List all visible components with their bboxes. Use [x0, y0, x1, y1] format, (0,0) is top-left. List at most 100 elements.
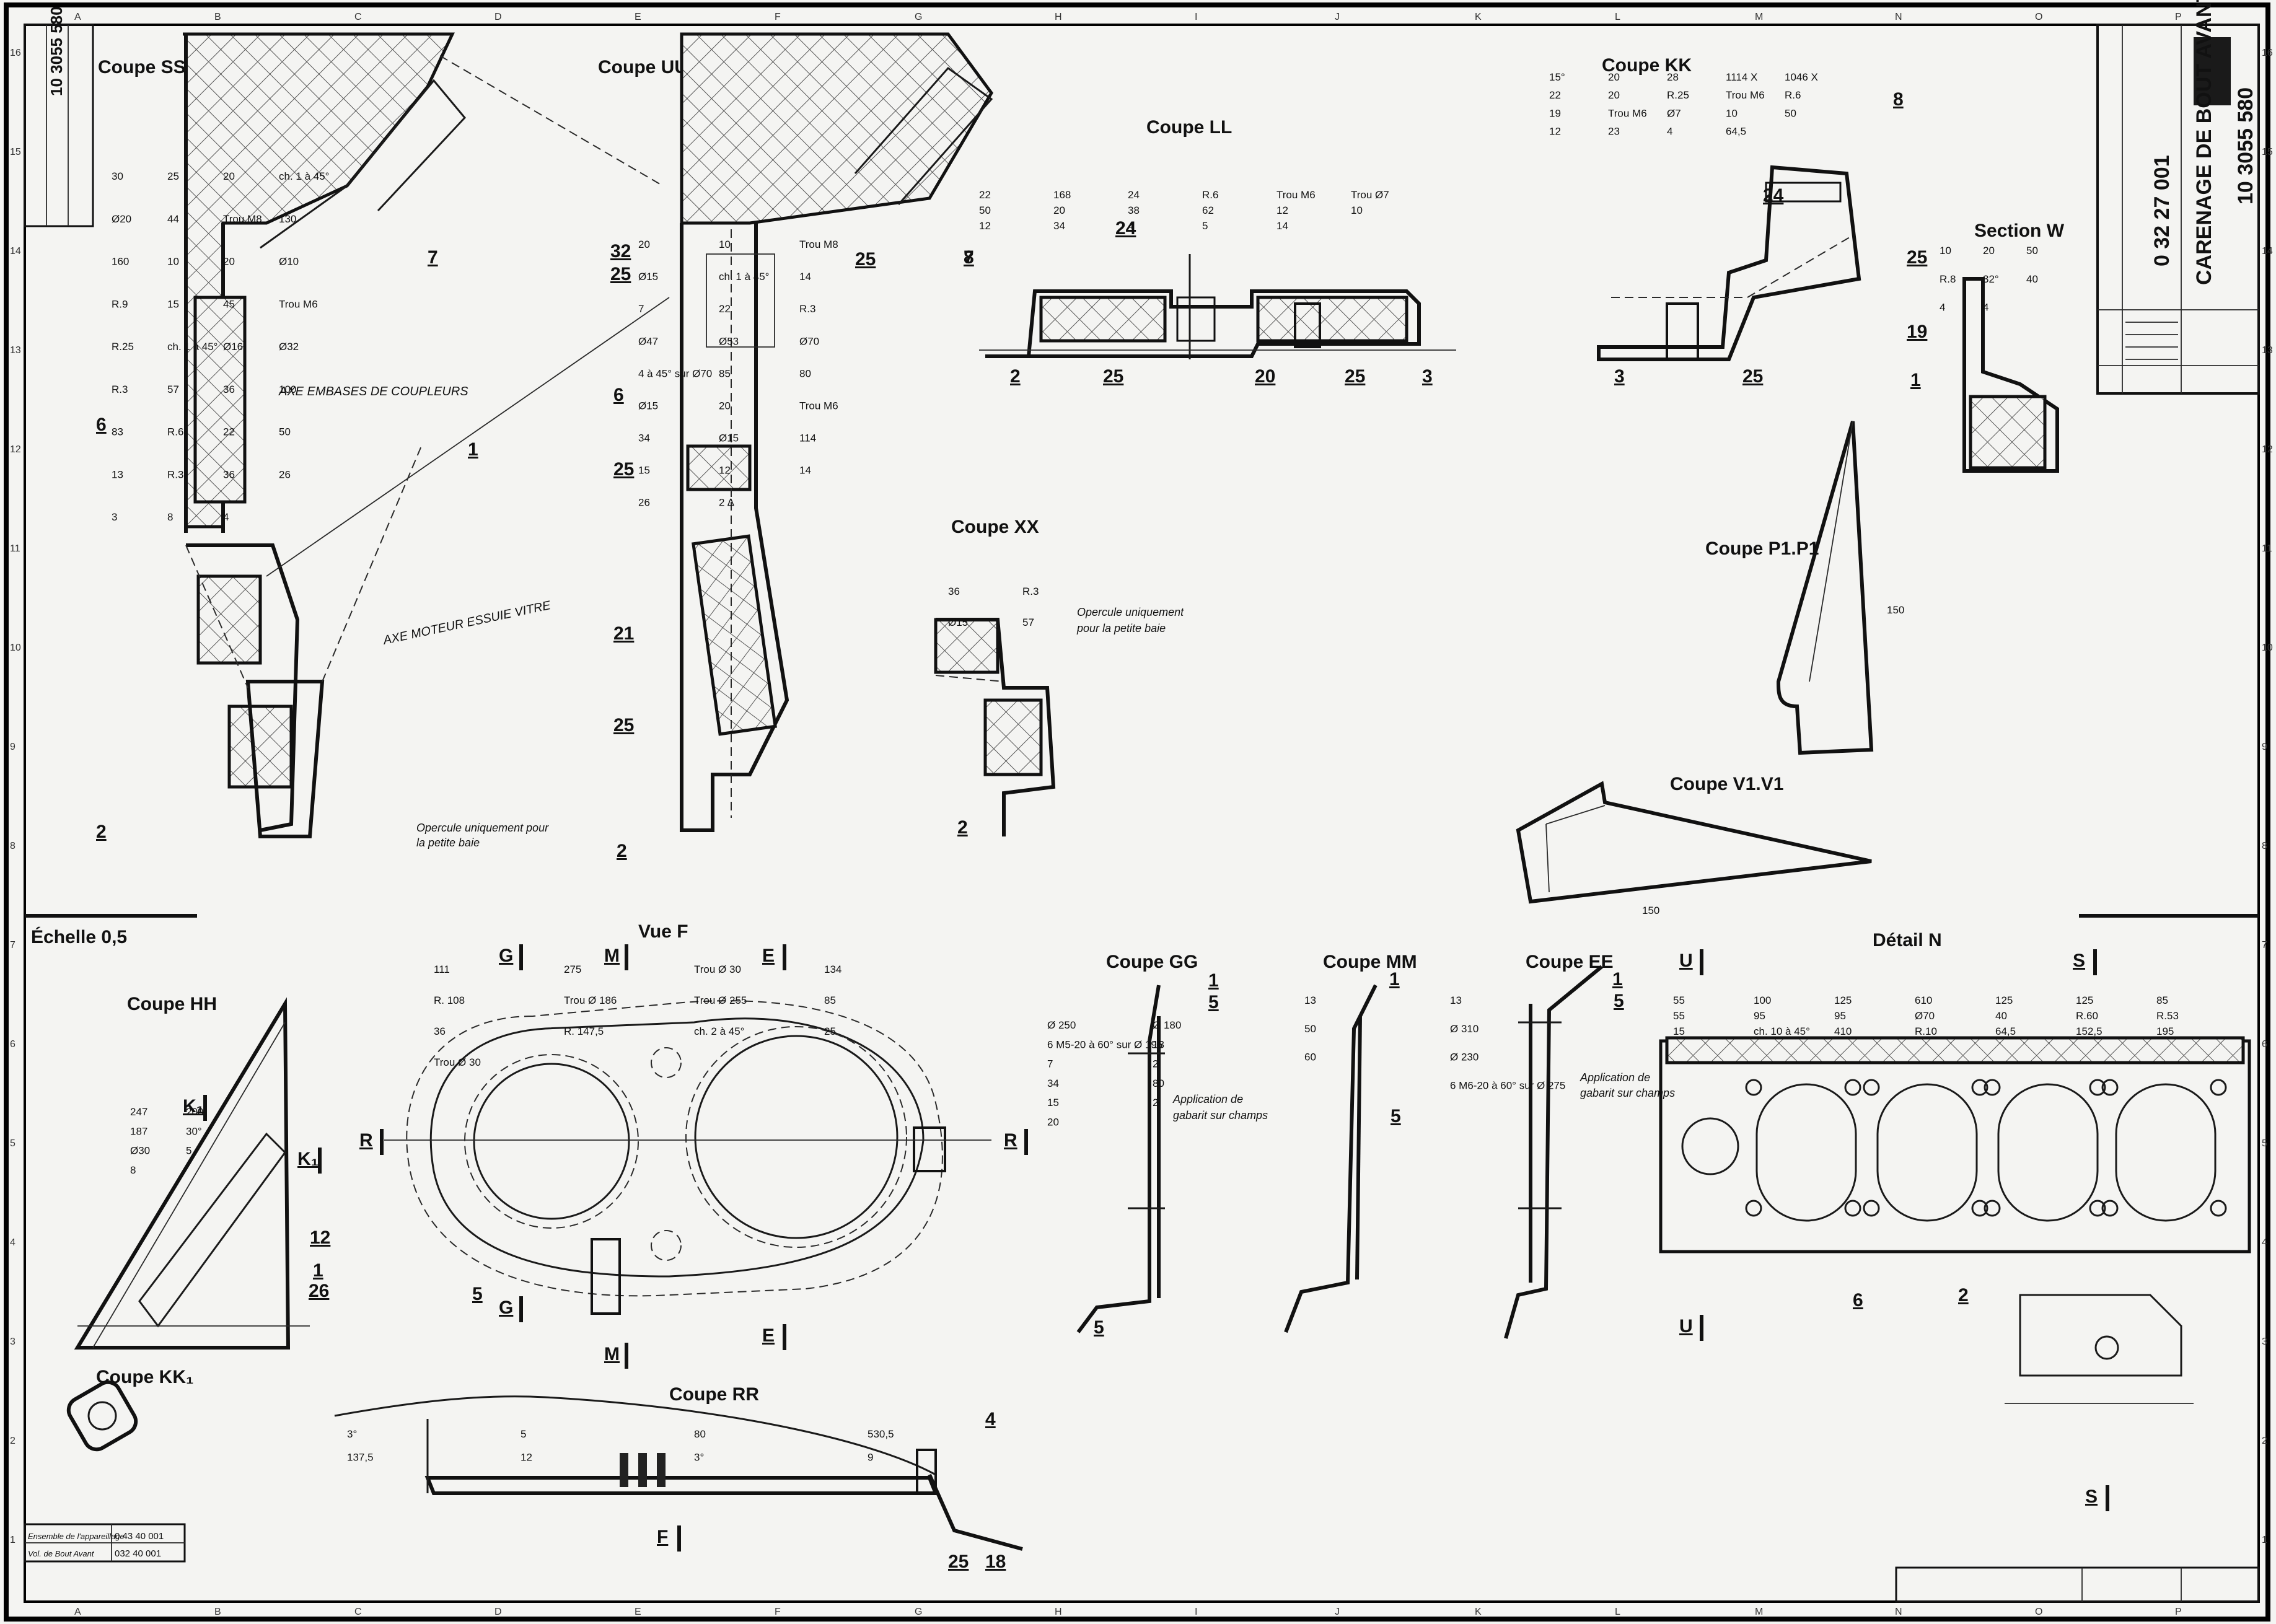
dimension-label-kk: Trou M6 — [1608, 107, 1647, 119]
frame-row-number: 13 — [2262, 345, 2273, 356]
dimension-label-vuef: R. 108 — [434, 994, 465, 1006]
section-marker-m: M — [604, 946, 620, 966]
coupe-gg-title: Coupe GG — [1106, 952, 1198, 972]
dimension-label-vuef: Trou Ø 30 — [694, 963, 741, 975]
dimension-label-ss: 4 — [223, 511, 229, 523]
bolt-hole — [1863, 1079, 1880, 1096]
frame-col-letter: F — [775, 12, 781, 22]
frame-row-number: 2 — [2262, 1436, 2267, 1446]
dimension-label-detail_n: 85 — [2156, 994, 2168, 1006]
coupe-ss-title: Coupe SS — [98, 57, 186, 77]
dimension-label-ee: 13 — [1450, 994, 1462, 1006]
dimension-label-ss: 15 — [167, 298, 179, 310]
dimension-label-ee: 6 M6-20 à 60° sur Ø 275 — [1450, 1080, 1565, 1092]
frame-col-letter: A — [74, 12, 81, 22]
dimension-label-ll: 12 — [1276, 204, 1288, 216]
frame-row-number: 11 — [10, 543, 20, 554]
gg-callouts: 155 — [1094, 970, 1219, 1338]
callout-label-w: 1 — [1910, 370, 1921, 390]
dimension-label-gg: Ø 250 — [1047, 1019, 1076, 1031]
dimension-label-uu: 7 — [638, 303, 644, 315]
frame-row-number: 8 — [10, 841, 15, 851]
callout-label-gg: 1 — [1208, 970, 1219, 991]
dimension-label-kk: 12 — [1549, 126, 1561, 138]
dimension-label-vuef: 85 — [824, 994, 836, 1006]
ee-note-gabarit-1: Application de — [1580, 1071, 1650, 1084]
dimension-label-ll: Trou Ø7 — [1351, 189, 1389, 201]
dimension-label-uu: 26 — [638, 497, 650, 509]
frame-col-letter: B — [214, 1607, 221, 1617]
ss-note-axe-coupleurs: AXE EMBASES DE COUPLEURS — [278, 385, 468, 398]
callout-label-kk: 3 — [1614, 366, 1625, 387]
coupe-kk-title: Coupe KK — [1602, 55, 1692, 76]
dimension-label-w: 4 — [1940, 302, 1945, 314]
dimension-label-uu: Trou M8 — [799, 239, 838, 250]
dimension-label-mm: 60 — [1304, 1051, 1316, 1063]
callout-label-uu: 6 — [613, 385, 624, 405]
dimension-label-vuef: 25 — [824, 1025, 836, 1037]
dimension-label-detail_n: 125 — [1995, 994, 2013, 1006]
frame-row-number: 7 — [10, 940, 15, 950]
frame-row-number: 14 — [2262, 246, 2273, 257]
dimension-label-uu: 22 — [719, 303, 731, 315]
view-coupe-p1: Coupe P1.P1 150 — [1705, 421, 1904, 755]
dimension-label-gg: 34 — [1047, 1078, 1059, 1089]
dimension-label-ss: Ø10 — [279, 256, 299, 268]
frame-row-number: 12 — [10, 444, 21, 455]
dimension-label-gg: Ø 180 — [1153, 1019, 1181, 1031]
dimension-label-uu: Ø15 — [719, 432, 739, 444]
frame-col-letter: O — [2035, 1607, 2042, 1617]
dimension-label-kk: 28 — [1667, 71, 1679, 83]
dimension-label-uu: 20 — [719, 400, 731, 411]
legend-box: Ensemble de l'appareillage 0 43 40 001 V… — [24, 1523, 186, 1563]
frame-row-number: 1 — [2262, 1535, 2267, 1545]
dimension-label-ss: 83 — [112, 426, 123, 438]
dimension-label-ss: Ø32 — [279, 341, 299, 353]
bolt-hole — [2101, 1079, 2119, 1096]
dimension-label-w: 32° — [1983, 273, 1999, 285]
frame-row-number: 7 — [2262, 940, 2267, 950]
dimension-label-detail_n: 64,5 — [1995, 1025, 2016, 1037]
bolt-hole — [1745, 1200, 1762, 1217]
dimension-label-ss: 25 — [167, 170, 179, 182]
frame-col-letter: H — [1055, 12, 1062, 22]
frame-col-letter: C — [354, 1607, 362, 1617]
dimension-label-kk: 15° — [1549, 71, 1565, 83]
dimension-label-ll: 50 — [979, 204, 991, 216]
dimension-label-kk: 23 — [1608, 126, 1620, 138]
frame-row-number: 2 — [10, 1436, 15, 1446]
dimension-label-detail_n: 125 — [1834, 994, 1852, 1006]
dimension-label-xx: R.3 — [1022, 586, 1039, 597]
dimension-label-vuef: 134 — [824, 963, 841, 975]
dimension-label-uu: Ø47 — [638, 335, 658, 347]
coupe-v1-title: Coupe V1.V1 — [1670, 774, 1783, 794]
frame-row-number: 5 — [2262, 1138, 2267, 1149]
dimension-label-ss: Ø16 — [223, 341, 243, 353]
view-coupe-kk1: Coupe KK₁ — [66, 1367, 193, 1452]
dimension-label-vuef: Trou Ø 255 — [694, 994, 747, 1006]
callout-label-ss: 7 — [428, 247, 438, 268]
callout-label-ee: 5 — [1614, 991, 1624, 1011]
dimension-label-uu: 14 — [799, 271, 811, 283]
section-marker-u: U — [1679, 950, 1693, 971]
frame-col-letter: E — [635, 1607, 641, 1617]
gg-note-gabarit-1: Application de — [1172, 1093, 1243, 1105]
dimension-label-vuef: ch. 2 à 45° — [694, 1025, 744, 1037]
dimension-label-ss: 36 — [223, 468, 235, 480]
callout-label-ll: 8 — [964, 247, 974, 268]
dimension-label-w: 40 — [2026, 273, 2038, 285]
frame-row-number: 9 — [10, 742, 15, 752]
frame-row-number: 10 — [2262, 643, 2273, 653]
frame-row-number: 3 — [2262, 1337, 2267, 1347]
callout-label-uu: 32 — [610, 241, 631, 261]
coupe-p1-title: Coupe P1.P1 — [1705, 538, 1819, 559]
dimension-label-ll: Trou M6 — [1276, 189, 1316, 201]
dimension-label-ll: 12 — [979, 220, 991, 232]
